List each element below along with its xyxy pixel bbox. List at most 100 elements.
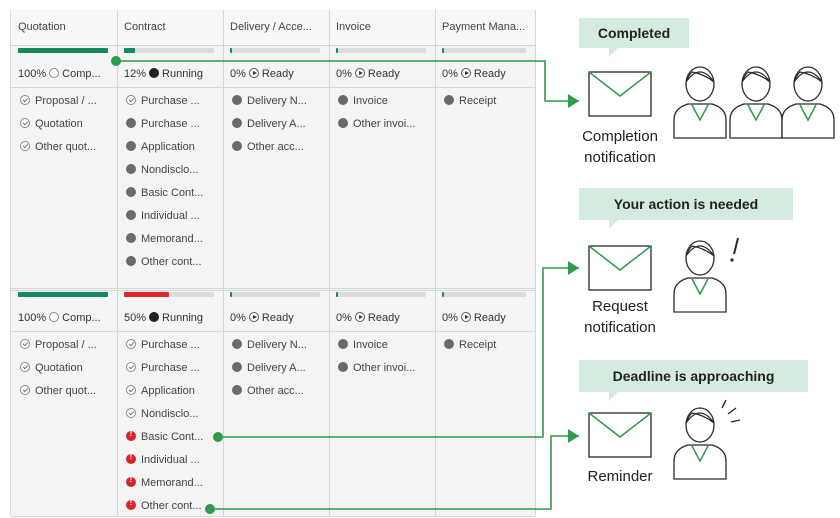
callout-3: Deadline is approaching [579,360,808,401]
progress-bar [18,292,108,297]
document-item[interactable]: Nondisclo... [126,164,198,176]
notification-label-line: Reminder [587,468,653,485]
column-header-3[interactable]: Delivery / Acce... [230,21,312,33]
connector-request-start-dot [213,432,223,442]
document-item[interactable]: Receipt [444,95,496,107]
document-item[interactable]: Basic Cont... [126,187,203,199]
document-item-label: Nondisclo... [141,164,199,176]
connector-reminder-start-dot [205,504,215,514]
document-item[interactable]: Proposal / ... [20,339,97,351]
person-hair [685,71,715,83]
document-item[interactable]: Purchase ... [126,339,200,351]
document-item[interactable]: Other acc... [232,385,304,397]
status-percent: 100% [18,312,47,324]
running-icon [149,68,160,78]
pending-dot-icon [232,141,242,151]
document-item[interactable]: Memorand... [126,475,203,489]
document-item[interactable]: Delivery N... [232,95,307,107]
document-item[interactable]: Quotation [20,362,83,374]
check-circle-icon [20,95,30,105]
column-header-4[interactable]: Invoice [336,21,371,33]
document-item[interactable]: Basic Cont... [126,429,203,443]
progress-fill [18,48,108,53]
status-text: Running [162,68,204,80]
document-item[interactable]: Individual ... [126,210,200,222]
document-item[interactable]: Other quot... [20,141,96,153]
document-item-label: Purchase ... [141,118,200,130]
person-hair [685,412,715,424]
column-header-5[interactable]: Payment Mana... [442,21,526,33]
progress-fill [336,48,338,53]
document-item[interactable]: Delivery A... [232,362,306,374]
pending-dot-icon [126,187,136,197]
status-divider [11,331,535,332]
document-item[interactable]: Memorand... [126,233,203,245]
connector-reminder-arrowhead [568,429,579,443]
document-item[interactable]: Application [126,141,195,153]
document-item-label: Individual ... [141,210,200,222]
person-hair [793,71,823,83]
document-item[interactable]: Other invoi... [338,118,415,130]
document-item[interactable]: Purchase ... [126,95,200,107]
status-cell[interactable]: 0%Ready [336,312,400,324]
person-collar [691,278,709,296]
status-cell[interactable]: 0%Ready [230,312,294,324]
document-item-label: Other invoi... [353,362,416,374]
document-item[interactable]: Invoice [338,339,388,351]
progress-bar [230,292,320,297]
progress-bar [124,292,214,297]
row-divider [11,288,535,289]
status-cell[interactable]: 12%Running [124,68,203,80]
document-item[interactable]: Receipt [444,339,496,351]
pending-dot-icon [126,118,136,128]
status-percent: 0% [442,312,458,324]
status-cell[interactable]: 100%Comp... [18,312,101,324]
document-item-label: Memorand... [141,477,203,489]
progress-bar [124,48,214,53]
status-cell[interactable]: 0%Ready [442,312,506,324]
document-item[interactable]: Delivery N... [232,339,307,351]
document-item[interactable]: Application [126,385,195,397]
document-item[interactable]: Purchase ... [126,362,200,374]
status-cell[interactable]: 50%Running [124,312,203,324]
progress-fill [442,48,444,53]
document-item[interactable]: Other invoi... [338,362,415,374]
document-item[interactable]: Invoice [338,95,388,107]
connector-completion-arrowhead [568,94,579,108]
document-item[interactable]: Purchase ... [126,118,200,130]
document-item-label: Other acc... [247,385,304,397]
document-item[interactable]: Delivery A... [232,118,306,130]
document-item[interactable]: Proposal / ... [20,95,97,107]
pending-dot-icon [338,362,348,372]
status-text: Comp... [62,68,101,80]
notification-label-line: notification [584,319,656,336]
document-item[interactable]: Nondisclo... [126,408,198,420]
document-item[interactable]: Other quot... [20,385,96,397]
status-percent: 0% [442,68,458,80]
document-item-label: Proposal / ... [35,339,97,351]
column-header-2[interactable]: Contract [124,21,166,33]
document-item[interactable]: Other cont... [126,498,202,512]
status-cell[interactable]: 0%Ready [442,68,506,80]
document-item[interactable]: Other cont... [126,256,202,268]
alert-icon [126,498,136,510]
document-item[interactable]: Other acc... [232,141,304,153]
pending-dot-icon [126,164,136,174]
column-header-1[interactable]: Quotation [18,21,66,33]
play-circle-icon [460,312,471,322]
play-circle-icon [248,68,259,78]
status-percent: 100% [18,68,47,80]
document-item[interactable]: Individual ... [126,452,200,466]
status-cell[interactable]: 0%Ready [230,68,294,80]
progress-bar [230,48,320,53]
check-circle-icon [49,312,60,322]
document-item[interactable]: Quotation [20,118,83,130]
document-item-label: Purchase ... [141,362,200,374]
pending-dot-icon [232,385,242,395]
progress-fill [442,292,444,297]
status-cell[interactable]: 100% Comp... [18,68,101,80]
document-item-label: Delivery A... [247,118,306,130]
status-cell[interactable]: 0%Ready [336,68,400,80]
